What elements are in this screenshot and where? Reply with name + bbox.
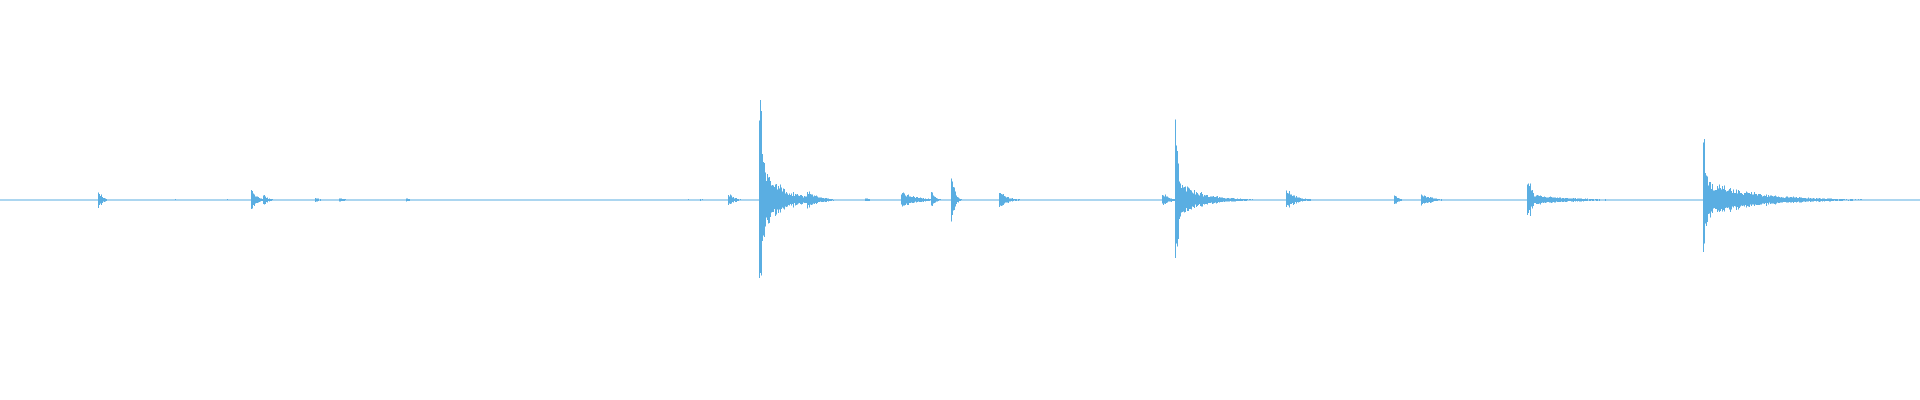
waveform-path xyxy=(0,99,1920,278)
waveform-bars xyxy=(0,99,1920,278)
